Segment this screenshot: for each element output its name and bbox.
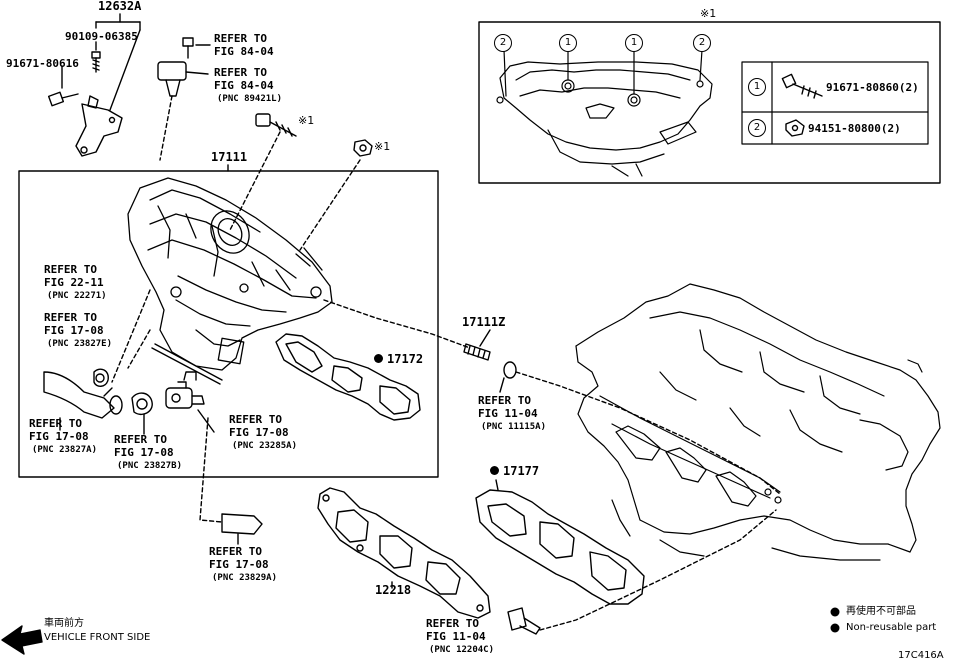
figure-code: 17C416A [898, 650, 944, 661]
arrow-left-icon [1, 625, 43, 655]
bolt-icon [91, 51, 101, 73]
inset-callout-2-left: 2 [494, 34, 512, 52]
ref-fig-17-08-e-line1: REFER TO [44, 311, 97, 324]
ref-fig-11-04-c-line2: FIG 11-04 [426, 630, 486, 643]
ref-fig-22-11-pnc: (PNC 22271) [47, 291, 107, 301]
nut-icon [299, 139, 373, 251]
engine-block [575, 283, 941, 561]
non-reusable-dot-icon [830, 607, 840, 617]
hose-23827a [43, 371, 123, 419]
bolt-icon [47, 91, 79, 107]
gasket-17172 [275, 333, 421, 421]
part-number-17172: 17172 [374, 353, 423, 366]
ref-fig-84-04-b-line2: FIG 84-04 [214, 79, 274, 92]
inset-table [741, 61, 929, 145]
vehicle-front-label-en: VEHICLE FRONT SIDE [44, 632, 151, 643]
inset-callout-2-right: 2 [693, 34, 711, 52]
ref-fig-17-08-b-line1: REFER TO [114, 433, 167, 446]
mark-x1-nut: ※1 [374, 140, 391, 153]
inset-frame [478, 21, 941, 184]
nut-icon [499, 361, 517, 393]
part-number-90109: 90109-06385 [65, 30, 138, 43]
inset-manifold [496, 49, 713, 177]
inset-table-pn-1: 91671-80860(2) [826, 81, 919, 94]
callout-leaders-hoses [59, 329, 223, 523]
dash-leader-stud [323, 299, 471, 349]
vehicle-front-label-jp: 車両前方 [44, 618, 84, 629]
ref-fig-17-08-a-pnc: (PNC 23827A) [32, 445, 98, 455]
ref-fig-22-11-line2: FIG 22-11 [44, 276, 104, 289]
ref-fig-84-04-a-line1: REFER TO [214, 32, 267, 45]
part-number-17111z: 17111Z [462, 315, 506, 329]
ref-fig-17-08-b-pnc: (PNC 23827B) [117, 461, 183, 471]
clamp-23827e [93, 368, 109, 387]
intake-manifold [127, 177, 333, 371]
inset-table-key-1: 1 [748, 78, 766, 96]
ref-fig-17-08-h-line1: REFER TO [229, 413, 282, 426]
bolt-icon [182, 37, 211, 59]
dash-leader-engine [515, 371, 781, 495]
ref-fig-11-04-a-line1: REFER TO [478, 394, 531, 407]
ref-fig-84-04-a-line2: FIG 84-04 [214, 45, 274, 58]
part-number-91671-left: 91671-80616 [6, 57, 79, 70]
exhaust-manifold-12218 [317, 487, 491, 619]
sensor-part [157, 61, 209, 161]
bracket-12632a [75, 95, 123, 157]
stud-12204c [507, 509, 777, 635]
dipstick-guide [111, 289, 223, 385]
part-number-12218: 12218 [375, 583, 412, 597]
ref-fig-11-04-c-line1: REFER TO [426, 617, 479, 630]
ref-fig-17-08-c-line2: FIG 17-08 [209, 558, 269, 571]
ref-fig-17-08-e-line2: FIG 17-08 [44, 324, 104, 337]
ref-fig-17-08-h-pnc: (PNC 23285A) [232, 441, 298, 451]
inset-mark-x1: ※1 [700, 7, 717, 20]
ref-fig-17-08-a-line2: FIG 17-08 [29, 430, 89, 443]
leader-12632a [61, 13, 141, 111]
gasket-17177 [475, 479, 645, 605]
part-number-17177-text: 17177 [503, 464, 540, 478]
part-number-12632a: 12632A [98, 0, 142, 13]
non-reusable-dot-icon [830, 623, 840, 633]
stud-17111z [463, 329, 491, 361]
hose-23829a [221, 513, 263, 545]
ref-fig-17-08-b-line2: FIG 17-08 [114, 446, 174, 459]
ref-fig-84-04-b-line1: REFER TO [214, 66, 267, 79]
inset-table-key-2: 2 [748, 119, 766, 137]
ref-fig-84-04-b-pnc: (PNC 89421L) [217, 94, 283, 104]
ref-fig-17-08-c-line1: REFER TO [209, 545, 262, 558]
mark-x1-bolt: ※1 [298, 114, 315, 127]
inset-table-pn-2: 94151-80800(2) [808, 122, 901, 135]
part-number-17172-text: 17172 [387, 352, 424, 366]
part-number-17111: 17111 [211, 150, 248, 164]
legend-non-reusable-jp: 再使用不可部品 [846, 606, 916, 617]
ref-fig-17-08-e-pnc: (PNC 23827E) [47, 339, 113, 349]
part-number-17177: 17177 [490, 465, 539, 478]
ref-fig-11-04-c-pnc: (PNC 12204C) [429, 645, 495, 655]
clamp-23827b [131, 392, 153, 416]
bolt-icon [781, 73, 823, 99]
ref-fig-11-04-a-pnc: (PNC 11115A) [481, 422, 547, 432]
inset-callout-1-left: 1 [559, 34, 577, 52]
inset-callout-1-right: 1 [625, 34, 643, 52]
valve-23285a [165, 371, 205, 409]
ref-fig-17-08-c-pnc: (PNC 23829A) [212, 573, 278, 583]
ref-fig-17-08-a-line1: REFER TO [29, 417, 82, 430]
ref-fig-17-08-h-line2: FIG 17-08 [229, 426, 289, 439]
non-reusable-dot-icon [374, 354, 383, 363]
legend-non-reusable-en: Non-reusable part [846, 622, 937, 633]
ref-fig-22-11-line1: REFER TO [44, 263, 97, 276]
non-reusable-dot-icon [490, 466, 499, 475]
ref-fig-11-04-a-line2: FIG 11-04 [478, 407, 538, 420]
bolt-icon [229, 113, 297, 231]
nut-icon [785, 119, 805, 137]
